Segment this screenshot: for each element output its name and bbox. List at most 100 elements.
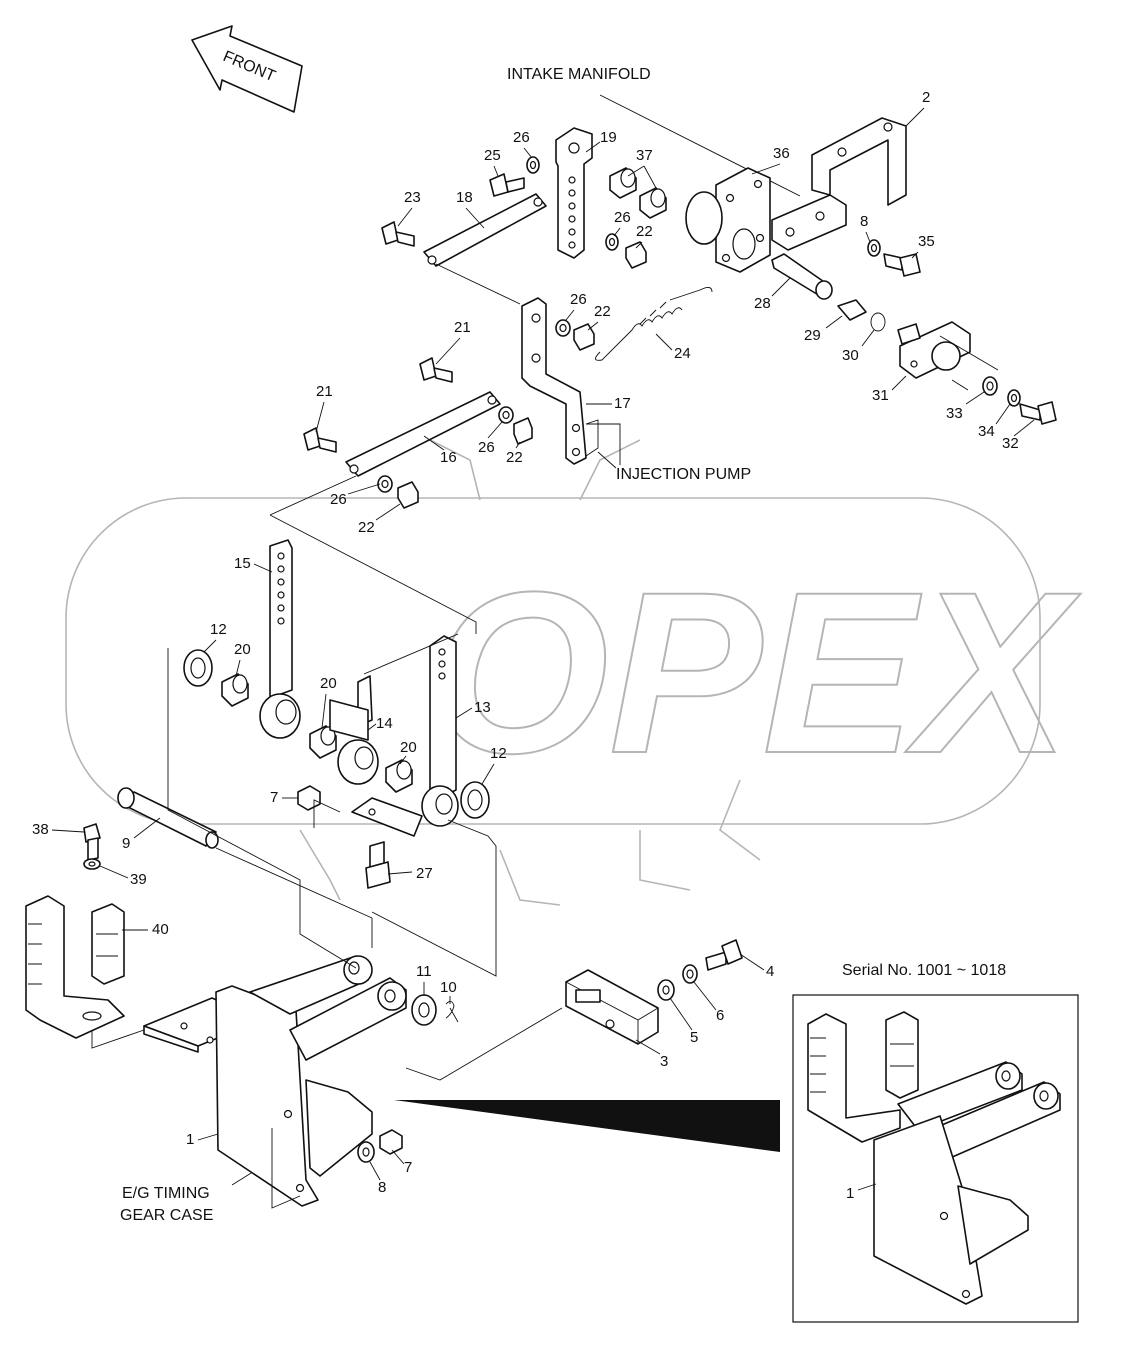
label-part-20-right: 20: [400, 739, 417, 756]
serial-inset: [394, 994, 1079, 1323]
label-part-27: 27: [416, 865, 433, 882]
label-part-38: 38: [32, 821, 49, 838]
part-3-block: [565, 969, 659, 1045]
part-39-washer: [83, 858, 101, 870]
part-27-bolt: [365, 841, 391, 889]
label-part-8-lower: 8: [378, 1179, 386, 1196]
part-18-link-rod: [423, 193, 547, 267]
label-part-22-lower-middle: 22: [506, 449, 523, 466]
label-part-29: 29: [804, 327, 821, 344]
part-14-lever: [329, 675, 379, 785]
part-24-spring: [595, 287, 713, 361]
part-15-lever: [259, 539, 301, 739]
front-arrow-icon: [191, 25, 303, 113]
part-40-bracket: [25, 895, 125, 1039]
upper-washers-and-nuts: [526, 156, 881, 269]
label-part-10: 10: [440, 979, 457, 996]
label-part-26-lower-middle: 26: [478, 439, 495, 456]
label-part-26-upper-middle: 26: [570, 291, 587, 308]
part-17-bracket-lever: [521, 297, 587, 465]
part-13-lever: [351, 635, 459, 837]
inset-part-1-leader: [857, 1183, 877, 1191]
part-7-nut-upper: [297, 785, 321, 811]
inset-callout-pointer: [394, 1100, 780, 1152]
inset-bracket-assembly: [807, 1011, 1061, 1305]
part-25-bolt: [489, 173, 525, 197]
label-part-7-upper: 7: [270, 789, 278, 806]
label-part-30: 30: [842, 347, 859, 364]
label-part-40: 40: [152, 921, 169, 938]
label-part-36: 36: [773, 145, 790, 162]
part-36-mounting-plate: [685, 167, 771, 273]
label-part-7-lower: 7: [404, 1159, 412, 1176]
label-part-19: 19: [600, 129, 617, 146]
label-part-12-upper: 12: [210, 621, 227, 638]
part-2-bracket: [771, 117, 907, 251]
part-33-washer: [982, 376, 998, 396]
part-12-washer-upper: [183, 649, 213, 687]
label-part-1: 1: [186, 1131, 194, 1148]
label-inset-part-1: 1: [846, 1185, 854, 1202]
label-part-12-lower: 12: [490, 745, 507, 762]
part-1-main-bracket: [143, 955, 407, 1207]
label-part-31: 31: [872, 387, 889, 404]
front-direction-arrow: FRONT: [191, 25, 303, 113]
part-16-link-rod: [345, 391, 501, 477]
label-part-21-upper: 21: [454, 319, 471, 336]
label-part-18: 18: [456, 189, 473, 206]
label-part-26-lower: 26: [330, 491, 347, 508]
label-part-14: 14: [376, 715, 393, 732]
part-20-bushings: [221, 673, 413, 793]
part-23-bolt: [381, 221, 415, 247]
middle-washers-and-nuts: [377, 319, 595, 509]
label-part-28: 28: [754, 295, 771, 312]
timing-gear-case-caption-line2: GEAR CASE: [120, 1207, 213, 1224]
label-part-34: 34: [978, 423, 995, 440]
part-28-shaft: [771, 253, 833, 300]
watermark-text: OPEX: [430, 544, 1081, 801]
part-8-washer-lower: [357, 1141, 375, 1163]
part-29-clip: [837, 299, 867, 321]
part-32-bolt: [1019, 401, 1057, 425]
part-35-bolt: [883, 253, 921, 277]
part-9-pin: [117, 787, 219, 849]
opex-watermark: OPEX: [65, 439, 1082, 906]
label-part-17: 17: [614, 395, 631, 412]
label-part-26-mid: 26: [614, 209, 631, 226]
label-part-22-upper-middle: 22: [594, 303, 611, 320]
part-21-bolts: [303, 357, 453, 453]
label-part-22-mid: 22: [636, 223, 653, 240]
watermark-frame: [65, 497, 1041, 825]
part-number-labels: 2 36 37 19 26 25 23 18 26 22 8 35 28 29 …: [32, 89, 1035, 1202]
part-7-nut-lower: [379, 1129, 403, 1155]
label-part-20-left: 20: [234, 641, 251, 658]
label-part-13: 13: [474, 699, 491, 716]
alignment-lines: [91, 263, 999, 1209]
label-part-2: 2: [922, 89, 930, 106]
watermark-gear-teeth: [299, 439, 761, 906]
part-11-washer: [411, 994, 437, 1026]
timing-gear-case-caption-line1: E/G TIMING: [122, 1185, 210, 1202]
label-part-25: 25: [484, 147, 501, 164]
label-part-5: 5: [690, 1029, 698, 1046]
label-part-32: 32: [1002, 435, 1019, 452]
label-part-15: 15: [234, 555, 251, 572]
label-part-39: 39: [130, 871, 147, 888]
part-19-lever: [555, 127, 593, 259]
label-part-20-center: 20: [320, 675, 337, 692]
label-part-3: 3: [660, 1053, 668, 1070]
label-part-35: 35: [918, 233, 935, 250]
label-part-37: 37: [636, 147, 653, 164]
label-part-8-top: 8: [860, 213, 868, 230]
part-5-washer: [657, 979, 675, 1001]
label-part-6: 6: [716, 1007, 724, 1024]
label-part-33: 33: [946, 405, 963, 422]
part-10-cotter-pin: [445, 1001, 459, 1023]
part-4-bolt: [705, 939, 743, 971]
label-part-24: 24: [674, 345, 691, 362]
label-part-4: 4: [766, 963, 774, 980]
label-part-16: 16: [440, 449, 457, 466]
label-part-22-lower: 22: [358, 519, 375, 536]
label-part-23: 23: [404, 189, 421, 206]
